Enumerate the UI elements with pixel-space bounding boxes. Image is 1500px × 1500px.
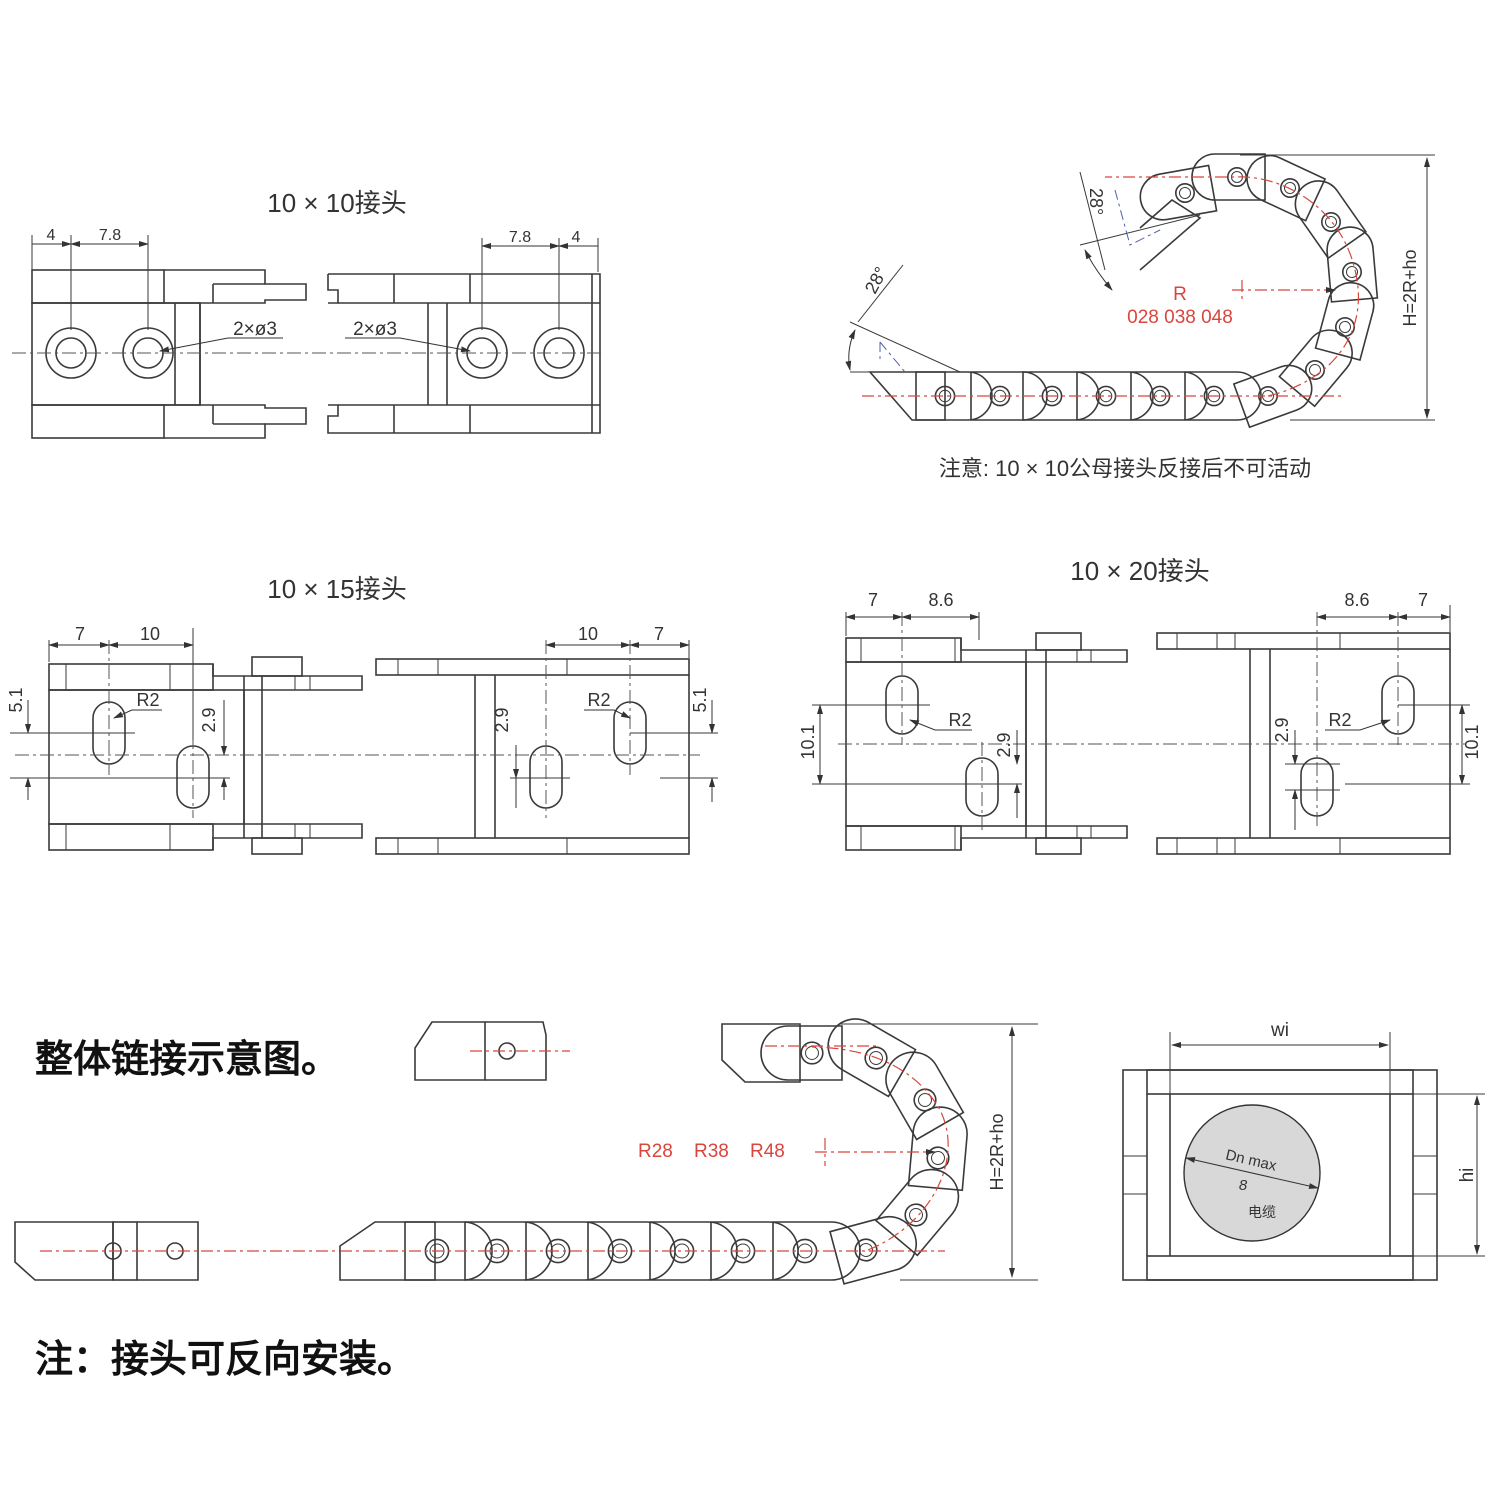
chain-heading: 整体链接示意图。 xyxy=(35,1036,339,1081)
dim-1020-s-right: 2.9 xyxy=(1272,717,1292,742)
chain-link xyxy=(1246,154,1327,222)
chain-link xyxy=(1326,226,1379,303)
dim-1020-d: 7 xyxy=(1418,590,1428,610)
dim-1015-a: 7 xyxy=(75,624,85,644)
footer-note: 注：接头可反向安装。 xyxy=(35,1336,415,1381)
chain-diagram-top: 28° 28° R 028 038 048 H=2R+ho 注意: 10 × 1… xyxy=(845,153,1435,481)
end-piece-left xyxy=(14,1221,340,1281)
joint-10x10: 10 × 10接头 xyxy=(12,188,605,439)
chain-link xyxy=(1278,329,1353,408)
dim-1015-h-left: 5.1 xyxy=(6,687,26,712)
joint-10x10-right-part xyxy=(327,273,601,434)
dim-1020-b: 8.6 xyxy=(928,590,953,610)
radius-label: R48 xyxy=(750,1141,785,1162)
title-10x15: 10 × 15接头 xyxy=(267,574,406,604)
dim-1010-c: 7.8 xyxy=(509,229,531,246)
joint-10x20: 10 × 20接头 xyxy=(798,556,1482,855)
joint-10x15: 10 × 15接头 xyxy=(6,574,718,855)
cross-section: wi hi Dn max 8 电缆 xyxy=(1122,1020,1485,1281)
end-piece-detached xyxy=(414,1021,570,1081)
dim-1010-d: 4 xyxy=(572,229,581,246)
dn-value: 8 xyxy=(1239,1177,1248,1194)
width-label: wi xyxy=(1270,1020,1289,1041)
cable-label: 电缆 xyxy=(1248,1204,1276,1220)
chain-diagram-bottom: 整体链接示意图。 R28 R38 R48 xyxy=(14,1018,1038,1285)
dim-1015-d: 7 xyxy=(654,624,664,644)
dim-1015-h-right: 5.1 xyxy=(690,687,710,712)
hole-label-1010-left: 2×ø3 xyxy=(233,319,277,340)
r-label: R xyxy=(1173,284,1187,305)
chain-link xyxy=(885,1051,965,1141)
angle-left-label: 28° xyxy=(861,263,891,296)
r-1020-right: R2 xyxy=(1328,710,1351,730)
dim-1015-b: 10 xyxy=(140,624,160,644)
hole-label-1010-right: 2×ø3 xyxy=(353,319,397,340)
radius-label: R28 xyxy=(638,1141,673,1162)
r-1020-left: R2 xyxy=(948,710,971,730)
height-label-bottom: H=2R+ho xyxy=(987,1113,1007,1190)
dim-1010-b: 7.8 xyxy=(99,227,121,244)
dim-1010-a: 4 xyxy=(47,227,56,244)
height-label-top: H=2R+ho xyxy=(1400,249,1420,326)
chain-note: 注意: 10 × 10公母接头反接后不可活动 xyxy=(939,456,1311,481)
title-10x20: 10 × 20接头 xyxy=(1070,556,1209,586)
dim-1020-c: 8.6 xyxy=(1344,590,1369,610)
chain-link xyxy=(827,1018,917,1098)
dim-1015-s-right: 2.9 xyxy=(492,707,512,732)
dim-1020-a: 7 xyxy=(868,590,878,610)
chain-link xyxy=(907,1106,968,1192)
angle-top-label: 28° xyxy=(1086,188,1106,215)
dim-1015-s-left: 2.9 xyxy=(199,707,219,732)
dim-1020-h-left: 10.1 xyxy=(798,724,818,759)
radii-labels: R28 R38 R48 xyxy=(638,1141,785,1162)
chain-link xyxy=(1139,164,1218,221)
dim-1020-h-right: 10.1 xyxy=(1462,724,1482,759)
height-label-section: hi xyxy=(1457,1168,1478,1183)
title-10x10: 10 × 10接头 xyxy=(267,188,406,218)
r-values: 028 038 048 xyxy=(1127,307,1233,328)
dim-1015-c: 10 xyxy=(578,624,598,644)
dim-1020-s-left: 2.9 xyxy=(994,732,1014,757)
chain-link xyxy=(874,1168,960,1257)
joint-10x10-left-part xyxy=(31,269,307,439)
r-1015-right: R2 xyxy=(587,690,610,710)
r-1015-left: R2 xyxy=(136,690,159,710)
chain-link xyxy=(829,1216,917,1285)
radius-label: R38 xyxy=(694,1141,729,1162)
